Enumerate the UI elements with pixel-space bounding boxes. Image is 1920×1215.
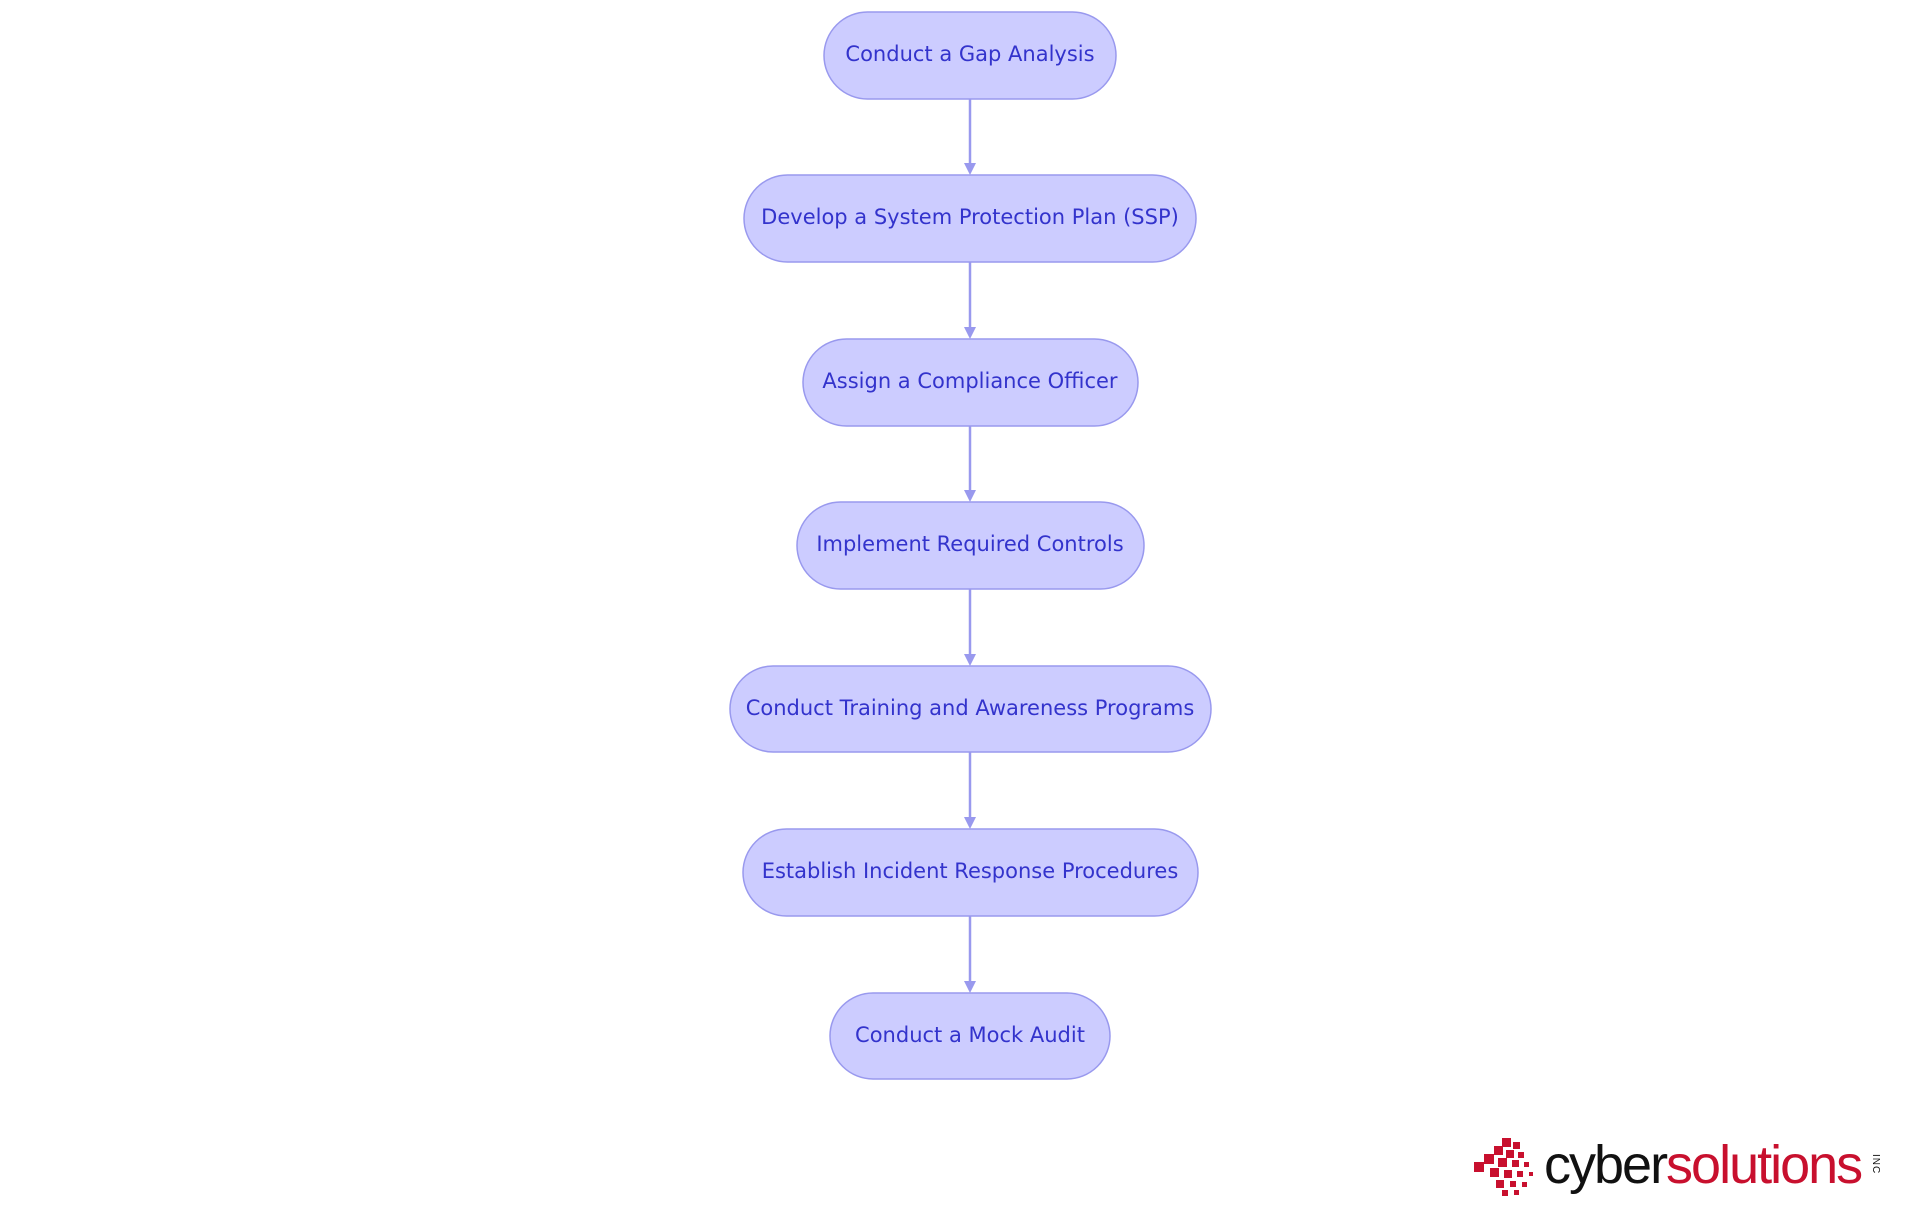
logo-word-solutions: solutions xyxy=(1666,1135,1863,1195)
flow-step-7-label: Conduct a Mock Audit xyxy=(855,1023,1085,1047)
flow-step-3: Assign a Compliance Officer xyxy=(802,338,1139,427)
flow-step-4: Implement Required Controls xyxy=(796,501,1145,590)
flow-step-3-label: Assign a Compliance Officer xyxy=(822,369,1118,393)
logo-mark-icon xyxy=(1474,1138,1533,1196)
company-logo: cybersolutions INC xyxy=(1472,1130,1892,1200)
flow-step-6-label: Establish Incident Response Procedures xyxy=(762,859,1179,883)
logo-wordmark: cybersolutions xyxy=(1544,1130,1863,1200)
flow-step-6: Establish Incident Response Procedures xyxy=(742,828,1199,917)
flow-step-5-label: Conduct Training and Awareness Programs xyxy=(746,696,1195,720)
logo-word-cyber: cyber xyxy=(1544,1135,1668,1195)
logo-suffix: INC xyxy=(1870,1154,1881,1175)
nodes: Conduct a Gap Analysis Develop a System … xyxy=(729,11,1212,1080)
flow-step-1-label: Conduct a Gap Analysis xyxy=(845,42,1094,66)
flow-step-1: Conduct a Gap Analysis xyxy=(823,11,1117,100)
flow-step-5: Conduct Training and Awareness Programs xyxy=(729,665,1212,753)
flow-step-7: Conduct a Mock Audit xyxy=(829,992,1111,1080)
flow-step-2: Develop a System Protection Plan (SSP) xyxy=(743,174,1197,263)
flow-step-4-label: Implement Required Controls xyxy=(816,532,1123,556)
flow-step-2-label: Develop a System Protection Plan (SSP) xyxy=(761,205,1179,229)
